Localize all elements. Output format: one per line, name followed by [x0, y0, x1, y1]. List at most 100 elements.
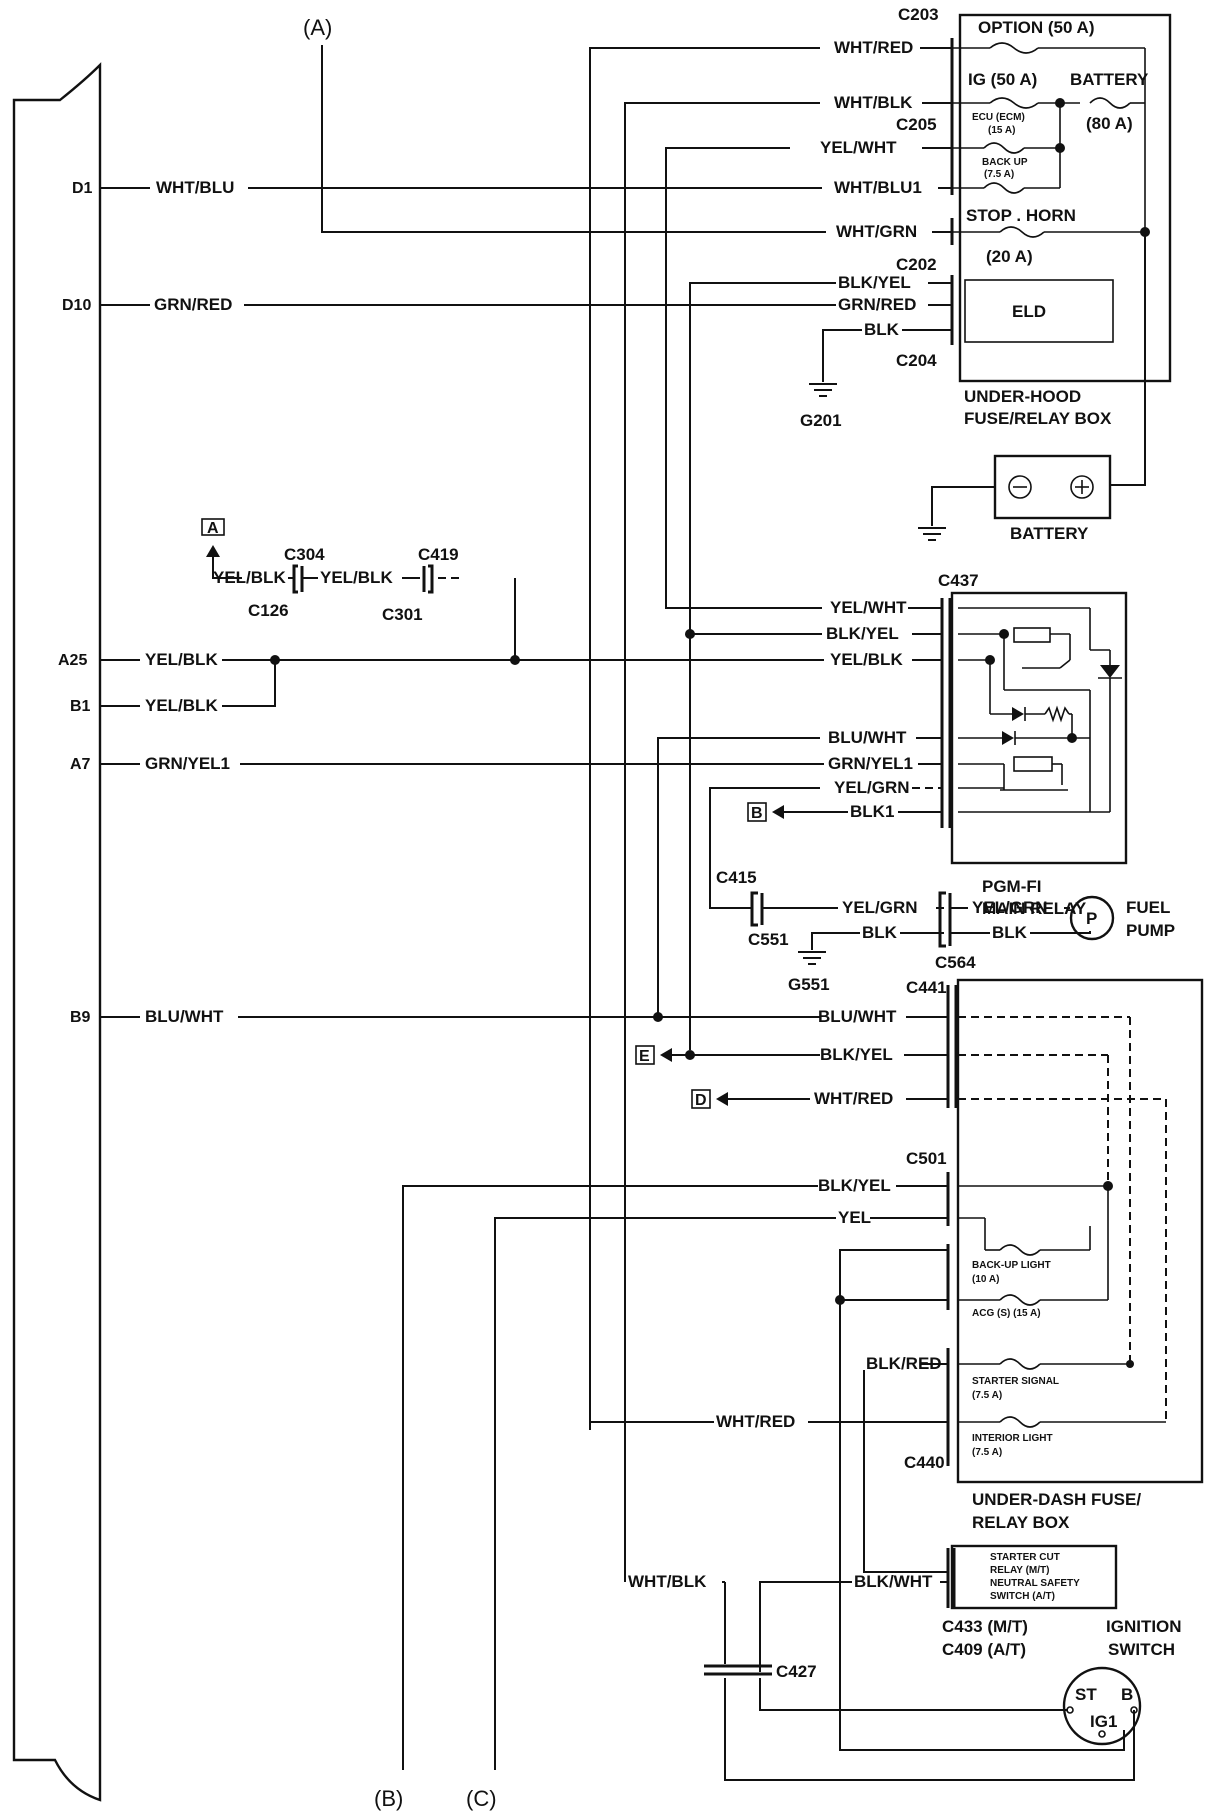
fuse-option: OPTION (50 A)	[978, 18, 1095, 37]
ignition-st: ST	[1075, 1685, 1097, 1704]
ignition-switch	[1062, 1666, 1142, 1746]
label-wht-grn: WHT/GRN	[836, 222, 917, 241]
wire-wht-red-top	[589, 47, 952, 1430]
wire-blk1-relay	[747, 802, 942, 822]
connector-c304-label: C304	[284, 545, 325, 564]
battery-terminals	[1008, 475, 1094, 499]
fuse-ecu: ECU (ECM)	[972, 112, 1025, 123]
underhood-fuse-box	[958, 13, 1172, 383]
connector-c564-label: C564	[935, 953, 976, 972]
label-grn-yel1: GRN/YEL1	[145, 754, 230, 773]
fuse-starter-signal: STARTER SIGNAL	[972, 1376, 1059, 1387]
ignition-b-terminal	[1130, 1706, 1138, 1714]
wire-acg-loop	[839, 1249, 1125, 1751]
label-yel-grn-pump2: YEL/GRN	[972, 898, 1048, 917]
label-grn-red: GRN/RED	[154, 295, 232, 314]
fuse-backup-light: BACK-UP LIGHT	[972, 1260, 1051, 1271]
label-yel-blk-c126: YEL/BLK	[213, 568, 286, 587]
eld-label: ELD	[1012, 302, 1046, 321]
pin-b9: B9	[70, 1009, 91, 1026]
label-wht-blu: WHT/BLU	[156, 178, 234, 197]
connector-c419	[422, 564, 460, 594]
label-grn-red-eld: GRN/RED	[838, 295, 916, 314]
connector-c427	[704, 1664, 772, 1676]
wire-blk-g201	[809, 329, 952, 397]
pin-a25: A25	[58, 652, 87, 669]
battery-label: BATTERY	[1010, 524, 1089, 543]
connector-c205-label: C205	[896, 115, 937, 134]
label-blu-wht-b9: BLU/WHT	[145, 1007, 224, 1026]
label-blk-red: BLK/RED	[866, 1354, 942, 1373]
relay-junction-1	[999, 629, 1009, 639]
junction-ig	[1055, 98, 1065, 108]
ignition-st-terminal	[1066, 1706, 1074, 1714]
fuse-backup-light-amp: (10 A)	[972, 1274, 999, 1285]
label-blk-pump: BLK	[992, 923, 1028, 942]
callout-a: (A)	[303, 15, 332, 40]
connector-c304	[288, 564, 420, 594]
label-blu-wht-dash: BLU/WHT	[818, 1007, 897, 1026]
connector-c427-label: C427	[776, 1662, 817, 1681]
ref-e: E	[639, 1048, 650, 1065]
wire-wht-blk-top	[624, 102, 952, 1582]
underhood-internal-wiring	[952, 42, 1146, 343]
starter-cut-relay-box	[950, 1544, 1118, 1610]
ignition-label-1: IGNITION	[1106, 1617, 1182, 1636]
pgm-fi-main-relay-box	[950, 591, 1128, 865]
label-wht-blk-top: WHT/BLK	[834, 93, 913, 112]
fuse-interior-light: INTERIOR LIGHT	[972, 1433, 1053, 1444]
pgm-fi-internal-wiring	[958, 607, 1122, 813]
label-wht-red-d: WHT/RED	[814, 1089, 893, 1108]
label-grn-yel1-relay: GRN/YEL1	[828, 754, 913, 773]
label-blk-wht: BLK/WHT	[854, 1572, 933, 1591]
wire-blk-red	[863, 1363, 948, 1573]
ignition-ig1: IG1	[1090, 1712, 1117, 1731]
connector-c409-label: C409 (A/T)	[942, 1640, 1026, 1659]
label-yel-blk-a25: YEL/BLK	[145, 650, 218, 669]
label-blk-yel-relay: BLK/YEL	[826, 624, 899, 643]
starter-cut-connector	[946, 1548, 956, 1608]
wire-b1	[100, 660, 276, 707]
wire-c427-to-switch	[759, 1678, 1068, 1711]
wire-blk-yel-dash	[635, 1045, 948, 1065]
underdash-title-2: RELAY BOX	[972, 1513, 1070, 1532]
underhood-title-2: FUSE/RELAY BOX	[964, 409, 1112, 428]
relay-title-2: MAIN RELAY	[982, 899, 1087, 918]
connector-c415	[750, 891, 944, 927]
label-yel-wht-relay: YEL/WHT	[830, 598, 907, 617]
label-blk-yel-dash: BLK/YEL	[820, 1045, 893, 1064]
wire-battery-ground	[918, 486, 995, 541]
connector-c301-label: C301	[382, 605, 423, 624]
label-yel-grn-relay: YEL/GRN	[834, 778, 910, 797]
ground-g201: G201	[800, 411, 842, 430]
label-yel-blk-b1: YEL/BLK	[145, 696, 218, 715]
pin-d1: D1	[72, 180, 93, 197]
ref-a: A	[207, 520, 219, 537]
label-wht-blu1: WHT/BLU1	[834, 178, 922, 197]
fuse-stop-amp: (20 A)	[986, 247, 1033, 266]
connector-c501-label: C501	[906, 1149, 947, 1168]
connector-c433-label: C433 (M/T)	[942, 1617, 1028, 1636]
fuel-pump-label-1: FUEL	[1126, 898, 1170, 917]
fuse-battery: BATTERY	[1070, 70, 1149, 89]
fuel-pump	[1069, 895, 1115, 941]
ignition-label-2: SWITCH	[1108, 1640, 1175, 1659]
callout-c: (C)	[466, 1786, 497, 1811]
underdash-internal-wiring	[958, 1016, 1167, 1428]
ecu-outline	[12, 62, 102, 1802]
ignition-ig1-terminal	[1098, 1730, 1106, 1738]
wire-battery-pos	[1110, 232, 1146, 486]
label-yel-blk-c304: YEL/BLK	[320, 568, 393, 587]
label-blk-yel-b: BLK/YEL	[818, 1176, 891, 1195]
fuel-pump-label-2: PUMP	[1126, 921, 1175, 940]
connector-c415-label: C415	[716, 868, 757, 887]
label-blk-eld: BLK	[864, 320, 900, 339]
connector-c441-label: C441	[906, 978, 947, 997]
wire-wht-red-d	[691, 1089, 948, 1109]
fuse-acg: ACG (S) (15 A)	[972, 1308, 1041, 1319]
label-wht-red-top: WHT/RED	[834, 38, 913, 57]
underdash-connector-bars	[946, 985, 958, 1466]
wire-blu-wht-relay	[657, 737, 942, 1017]
connector-c564	[938, 891, 1091, 948]
